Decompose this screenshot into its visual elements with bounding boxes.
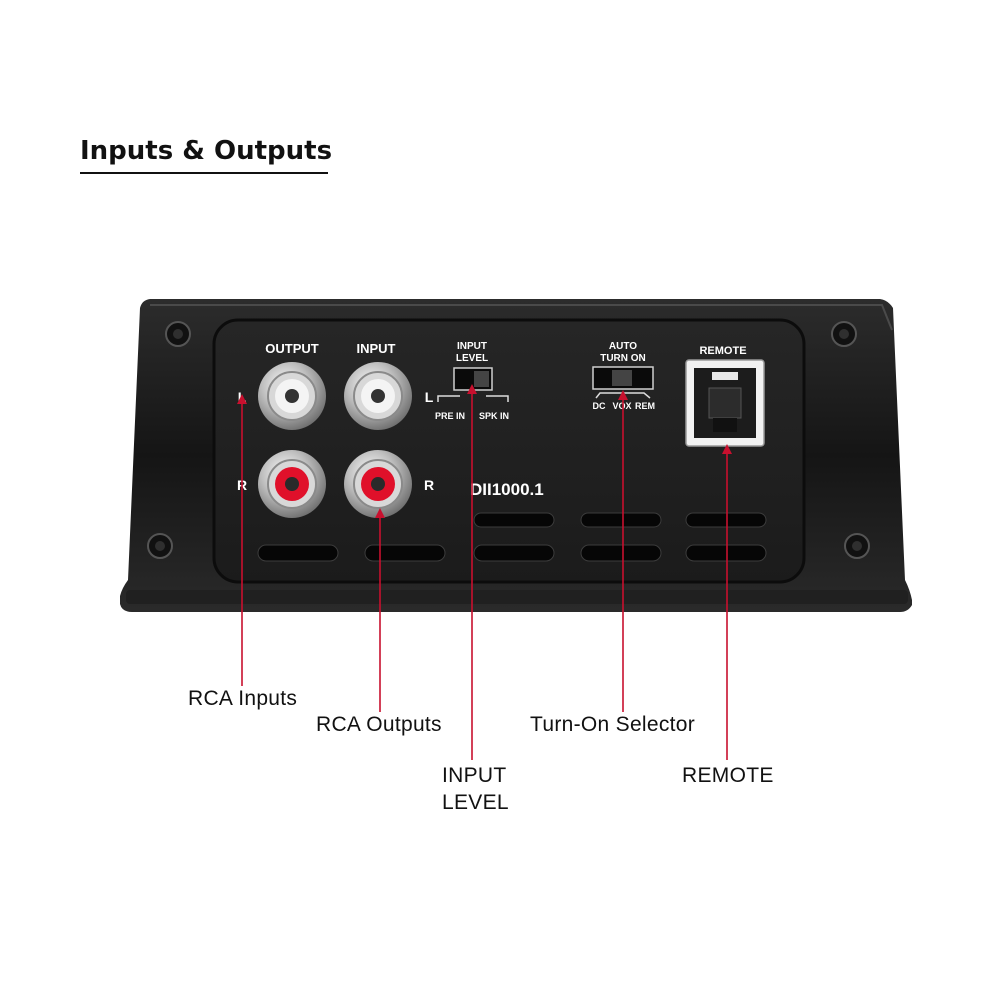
rca-input-left-jack[interactable] (344, 362, 412, 430)
corner-screw-icon (147, 533, 173, 559)
arrow-up-icon (237, 394, 247, 404)
rca-inputs-callout: RCA Inputs (188, 687, 298, 710)
arrow-up-icon (722, 444, 732, 454)
left-channel-marker-input: L (425, 389, 434, 405)
turn-on-selector-switch[interactable] (592, 366, 654, 390)
remote-callout: REMOTE (682, 764, 774, 787)
vox-option: VOX (612, 401, 631, 411)
output-label: OUTPUT (265, 341, 319, 356)
page-title: Inputs & Outputs (80, 136, 333, 166)
spk-in-option: SPK IN (479, 411, 509, 421)
rca-outputs-callout: RCA Outputs (316, 713, 442, 736)
turn-on-selector-callout: Turn-On Selector (530, 713, 696, 736)
pre-in-option: PRE IN (435, 411, 465, 421)
right-channel-marker-input: R (424, 477, 434, 493)
corner-screw-icon (165, 321, 191, 347)
remote-label: REMOTE (699, 345, 746, 357)
rca-output-right-jack[interactable] (258, 450, 326, 518)
arrow-up-icon (375, 508, 385, 518)
callout-arrowheads (237, 384, 732, 518)
arrow-up-icon (618, 390, 628, 400)
input-level-callout: INPUT LEVEL (442, 764, 509, 814)
input-label: INPUT (357, 341, 396, 356)
input-level-switch[interactable] (453, 367, 493, 391)
title-underline (80, 172, 328, 174)
remote-port[interactable] (685, 359, 765, 447)
rca-input-right-jack[interactable] (344, 450, 412, 518)
rca-output-left-jack[interactable] (258, 362, 326, 430)
model-number: DII1000.1 (470, 480, 544, 499)
dc-option: DC (593, 401, 606, 411)
callout-lines (241, 392, 728, 760)
vent-slots (257, 512, 767, 562)
corner-screw-icon (831, 321, 857, 347)
arrow-up-icon (467, 384, 477, 394)
corner-screw-icon (844, 533, 870, 559)
input-level-bracket (437, 395, 509, 402)
rem-option: REM (635, 401, 655, 411)
